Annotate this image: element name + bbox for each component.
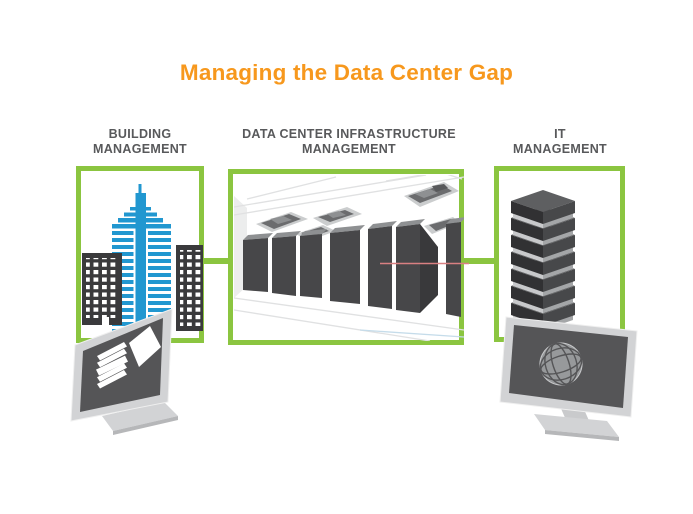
ceiling-unit-icon [404,182,459,207]
office-building-right-icon [176,245,203,331]
server-rack-icon [243,233,273,292]
server-rack-icon [396,219,438,313]
server-rack-row [243,217,464,317]
connector-dcim-to-it [464,258,494,264]
city-skyline-illustration [70,184,203,435]
it-monitor-icon [499,316,638,441]
server-rack-icon [272,231,301,296]
server-rack-icon [300,229,327,298]
connector-building-to-dcim [204,258,228,264]
section-heading-it-management: IT MANAGEMENT [513,127,607,157]
section-heading-building-management: BUILDING MANAGEMENT [93,127,187,157]
room-floor-lines [234,297,464,341]
ceiling-unit-icon [313,207,362,226]
server-rack-icon [446,217,464,317]
panel-icon [129,326,161,367]
server-stack-icon [511,190,575,331]
page-title: Managing the Data Center Gap [179,60,514,85]
dcim-frame [228,169,464,345]
room-ceiling-lines [234,175,464,216]
server-rack-icon [330,225,365,304]
server-rack-icon [368,221,397,309]
stacked-layers-icon [96,342,128,389]
office-building-left-icon [82,253,122,325]
building-monitor-icon [70,308,178,435]
data-center-room-illustration [234,175,464,341]
section-heading-dcim: DATA CENTER INFRASTRUCTURE MANAGEMENT [242,127,456,157]
globe-icon [539,342,583,386]
ceiling-unit-icon [256,212,308,232]
